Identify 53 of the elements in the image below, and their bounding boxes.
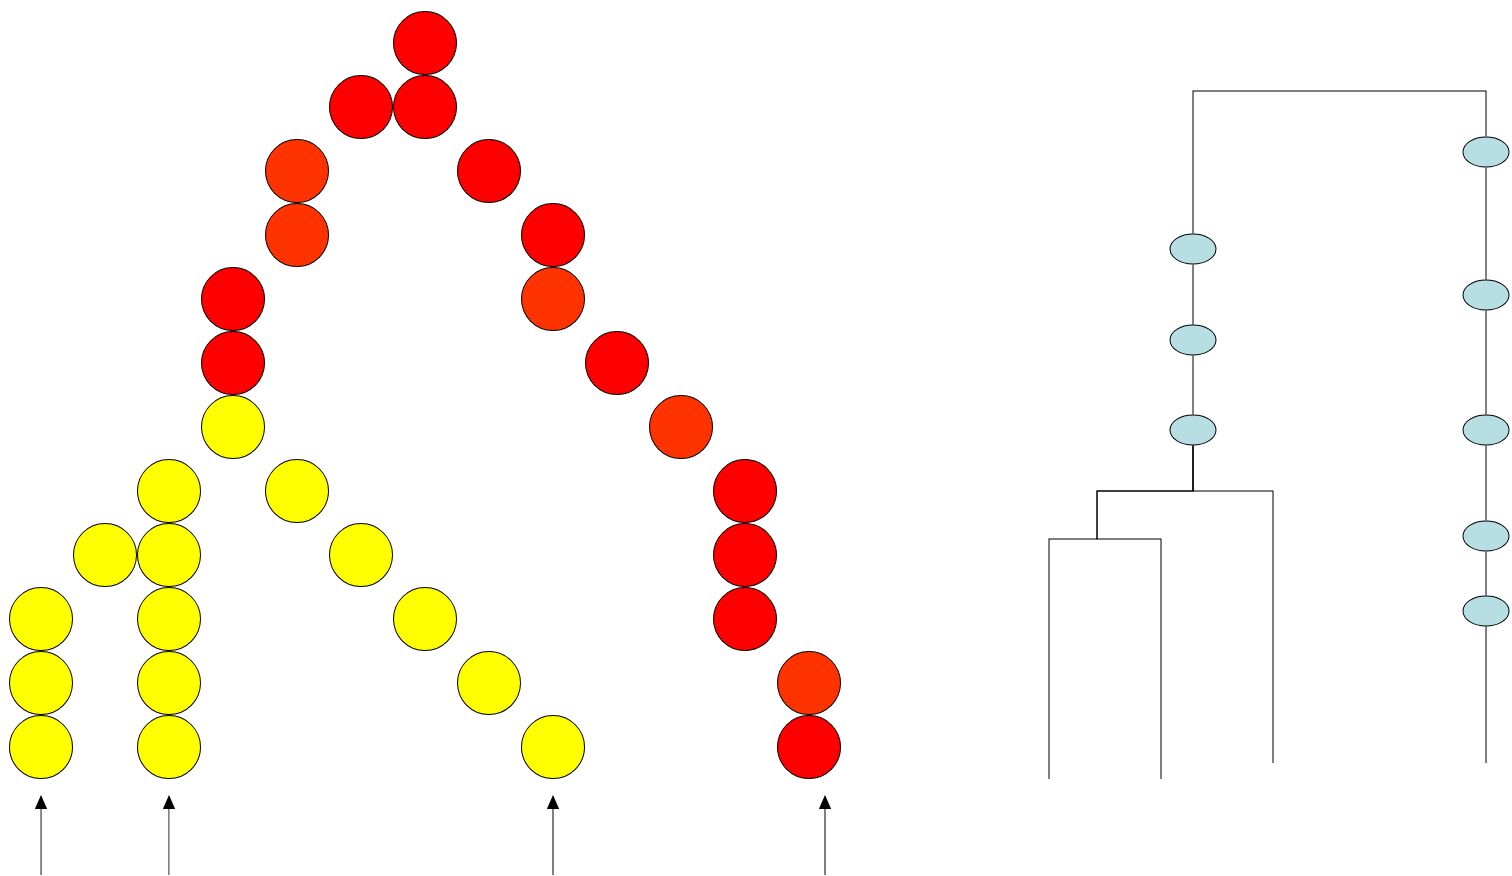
circle [393, 587, 457, 651]
circle [393, 75, 457, 139]
arrow [35, 795, 47, 876]
tree-branch [1192, 445, 1274, 764]
circle [201, 395, 265, 459]
tree-branch [1192, 264, 1194, 325]
circle [329, 523, 393, 587]
circle [9, 587, 73, 651]
circle [137, 459, 201, 523]
circle [713, 459, 777, 523]
circle [393, 11, 457, 75]
ellipse [1462, 595, 1510, 627]
circle [521, 203, 585, 267]
circle [329, 75, 393, 139]
circle [265, 459, 329, 523]
tree-branch [1485, 167, 1487, 280]
circle [73, 523, 137, 587]
circle [201, 331, 265, 395]
tree-branch [1485, 445, 1487, 521]
circle [521, 267, 585, 331]
arrow [547, 795, 559, 876]
circle [137, 651, 201, 715]
circle [649, 395, 713, 459]
ellipse [1462, 279, 1510, 311]
ellipse [1462, 136, 1510, 168]
circle [713, 523, 777, 587]
circle [137, 715, 201, 779]
circle [265, 203, 329, 267]
circle [201, 267, 265, 331]
ellipse [1169, 233, 1217, 265]
circle [9, 715, 73, 779]
ellipse [1169, 414, 1217, 446]
tree-branch [1192, 355, 1194, 415]
tree-branch [1485, 551, 1487, 596]
ellipse [1462, 520, 1510, 552]
arrow [819, 795, 831, 876]
circle [585, 331, 649, 395]
circle [521, 715, 585, 779]
circle [9, 651, 73, 715]
ellipse [1462, 414, 1510, 446]
circle [137, 523, 201, 587]
circle [265, 139, 329, 203]
circle [457, 651, 521, 715]
tree-branch [1485, 310, 1487, 415]
circle [777, 715, 841, 779]
ellipse [1169, 324, 1217, 356]
circle [713, 587, 777, 651]
circle [137, 587, 201, 651]
circle [777, 651, 841, 715]
circle [457, 139, 521, 203]
tree-branch [1192, 90, 1487, 234]
tree-branch [1485, 626, 1487, 764]
arrow [163, 795, 175, 876]
